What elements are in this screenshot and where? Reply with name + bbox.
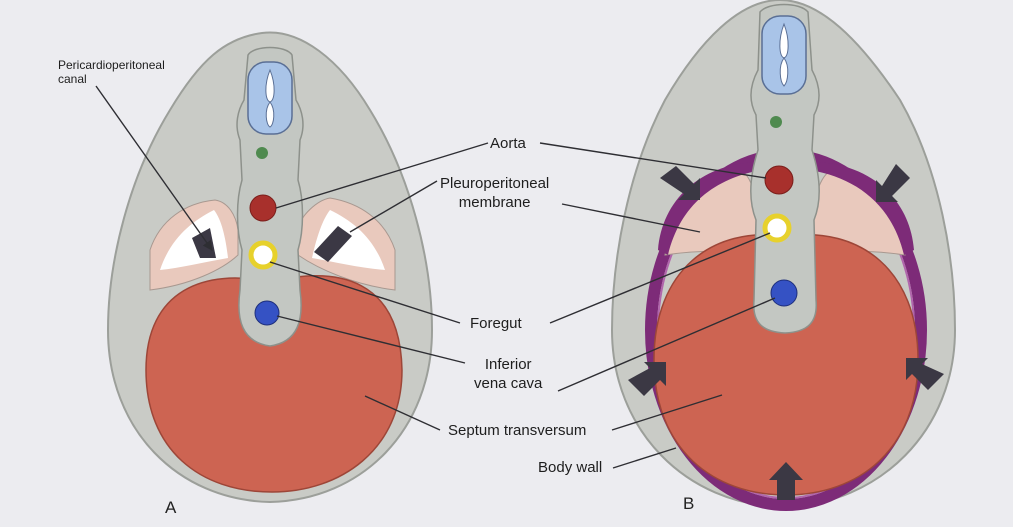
panel-a-arrow-right: [314, 226, 352, 262]
panel-b-notochord: [770, 116, 782, 128]
panel-a-central-canal: [265, 68, 275, 128]
leader-septum-a: [364, 395, 441, 431]
leader-body-wall: [612, 447, 677, 469]
label-foregut: Foregut: [470, 315, 522, 332]
leader-canal: [95, 85, 213, 251]
leader-aorta-a: [275, 142, 489, 209]
panel-letter-a: A: [165, 498, 177, 517]
panel-a-notochord: [256, 147, 268, 159]
panel-a: [95, 31, 489, 504]
leader-pleuro-a: [349, 180, 438, 233]
panel-b-arrow-top-right: [876, 164, 910, 202]
panel-a-aorta: [249, 194, 277, 222]
label-pleuroperitoneal-membrane: Pleuroperitoneal membrane: [440, 174, 549, 212]
panel-b-foregut: [762, 213, 792, 243]
panel-b-arrow-top-left: [660, 166, 700, 200]
label-canal-line1: Pericardioperitoneal: [58, 58, 165, 72]
label-canal-line2: canal: [58, 72, 87, 86]
leader-aorta-b: [539, 142, 767, 179]
leader-foregut-b: [549, 232, 771, 324]
leader-foregut-a: [269, 261, 461, 324]
label-body-wall: Body wall: [538, 459, 603, 476]
panel-b: [539, 0, 957, 511]
label-ivc-line2: vena cava: [474, 375, 543, 392]
label-septum-transversum: Septum transversum: [448, 422, 587, 439]
label-pericardioperitoneal-canal: Pericardioperitoneal canal: [58, 58, 165, 86]
label-pleuro-line1: Pleuroperitoneal: [440, 175, 550, 192]
panel-b-central-canal: [779, 22, 789, 87]
panel-b-aorta: [764, 165, 794, 195]
panel-a-foregut: [248, 240, 278, 270]
leader-septum-b: [611, 394, 723, 431]
panel-letter-b: B: [683, 494, 695, 513]
leader-ivc-b: [557, 297, 776, 392]
leader-pleuro-b: [561, 203, 701, 233]
panel-b-inferior-vena-cava: [770, 279, 798, 307]
panel-a-septum-transversum: [145, 275, 403, 493]
panel-b-arrow-right: [906, 358, 944, 390]
label-inferior-vena-cava: Inferior vena cava: [474, 355, 542, 393]
label-pleuro-line2: membrane: [458, 194, 531, 211]
panel-b-arrow-bottom: [769, 462, 803, 500]
label-ivc-line1: Inferior: [484, 356, 532, 373]
label-aorta: Aorta: [490, 135, 526, 152]
panel-a-inferior-vena-cava: [254, 300, 280, 326]
leader-ivc-a: [276, 315, 466, 364]
panel-b-arrow-left: [628, 362, 666, 396]
